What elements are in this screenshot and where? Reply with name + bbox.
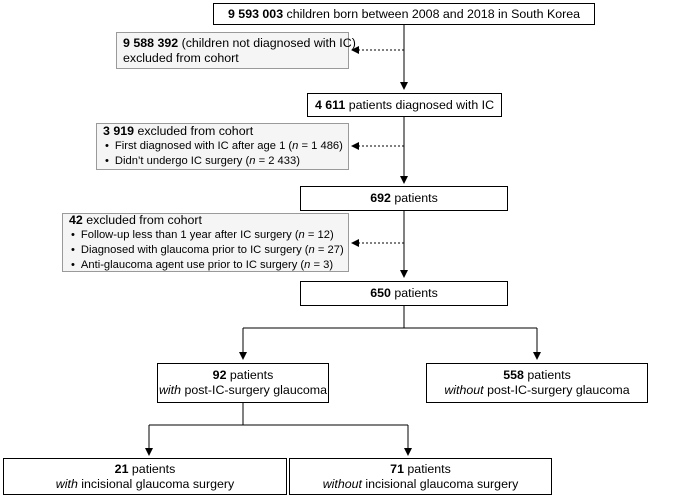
excluded-3-text: excluded from cohort bbox=[82, 212, 202, 227]
excluded-3-item: Anti-glaucoma agent use prior to IC surg… bbox=[69, 258, 348, 273]
excluded-3-count: 42 bbox=[69, 212, 83, 227]
without-glaucoma-rest: post-IC-surgery glaucoma bbox=[483, 383, 630, 397]
born-text: children born between 2008 and 2018 in S… bbox=[283, 6, 581, 21]
without-glaucoma-em: without bbox=[444, 383, 484, 397]
without-incisional-box: 71 patients without incisional glaucoma … bbox=[289, 458, 552, 495]
without-incisional-count: 71 bbox=[390, 461, 404, 476]
with-glaucoma-box: 92 patients with post-IC-surgery glaucom… bbox=[157, 363, 329, 403]
with-incisional-box: 21 patients with incisional glaucoma sur… bbox=[3, 458, 287, 495]
excluded-2-item: Didn’t undergo IC surgery (n = 2 433) bbox=[103, 154, 348, 169]
without-incisional-rest: incisional glaucoma surgery bbox=[361, 476, 519, 491]
patients-692-box: 692 patients bbox=[300, 186, 508, 211]
with-incisional-em: with bbox=[55, 476, 78, 491]
diagnosed-ic-box: 4 611 patients diagnosed with IC bbox=[307, 93, 502, 117]
born-count: 9 593 003 bbox=[227, 6, 284, 21]
excluded-not-ic-line2: excluded from cohort bbox=[123, 50, 239, 65]
born-box: 9 593 003 children born between 2008 and… bbox=[213, 3, 595, 25]
excluded-2-text: excluded from cohort bbox=[134, 124, 254, 138]
patients-650-box: 650 patients bbox=[300, 281, 508, 306]
with-glaucoma-rest: post-IC-surgery glaucoma bbox=[181, 383, 328, 397]
without-incisional-em: without bbox=[322, 476, 362, 491]
without-incisional-text: patients bbox=[403, 461, 451, 476]
excluded-not-ic-box: 9 588 392 (children not diagnosed with I… bbox=[116, 32, 356, 69]
without-glaucoma-text: patients bbox=[523, 368, 571, 382]
patients-692-text: patients bbox=[390, 191, 438, 205]
excluded-2-item: First diagnosed with IC after age 1 (n =… bbox=[103, 139, 348, 154]
excluded-2-count: 3 919 bbox=[103, 124, 135, 138]
with-glaucoma-count: 92 bbox=[212, 368, 227, 382]
with-incisional-rest: incisional glaucoma surgery bbox=[77, 476, 235, 491]
without-glaucoma-box: 558 patients without post-IC-surgery gla… bbox=[426, 363, 648, 403]
excluded-3-item: Follow-up less than 1 year after IC surg… bbox=[69, 228, 348, 243]
with-glaucoma-text: patients bbox=[226, 368, 274, 382]
with-incisional-text: patients bbox=[128, 461, 176, 476]
excluded-not-ic-count: 9 588 392 bbox=[123, 35, 179, 50]
patients-650-count: 650 bbox=[370, 286, 391, 300]
diagnosed-ic-count: 4 611 bbox=[314, 97, 346, 112]
with-glaucoma-em: with bbox=[158, 383, 182, 397]
without-glaucoma-count: 558 bbox=[503, 368, 524, 382]
excluded-not-ic-text: (children not diagnosed with IC) bbox=[178, 35, 356, 50]
excluded-3-box: 42 excluded from cohort Follow-up less t… bbox=[62, 213, 349, 272]
diagnosed-ic-text: patients diagnosed with IC bbox=[345, 97, 495, 112]
patients-692-count: 692 bbox=[370, 191, 391, 205]
with-incisional-count: 21 bbox=[114, 461, 129, 476]
excluded-2-box: 3 919 excluded from cohort First diagnos… bbox=[96, 123, 349, 170]
patients-650-text: patients bbox=[390, 286, 438, 300]
excluded-3-item: Diagnosed with glaucoma prior to IC surg… bbox=[69, 243, 348, 258]
